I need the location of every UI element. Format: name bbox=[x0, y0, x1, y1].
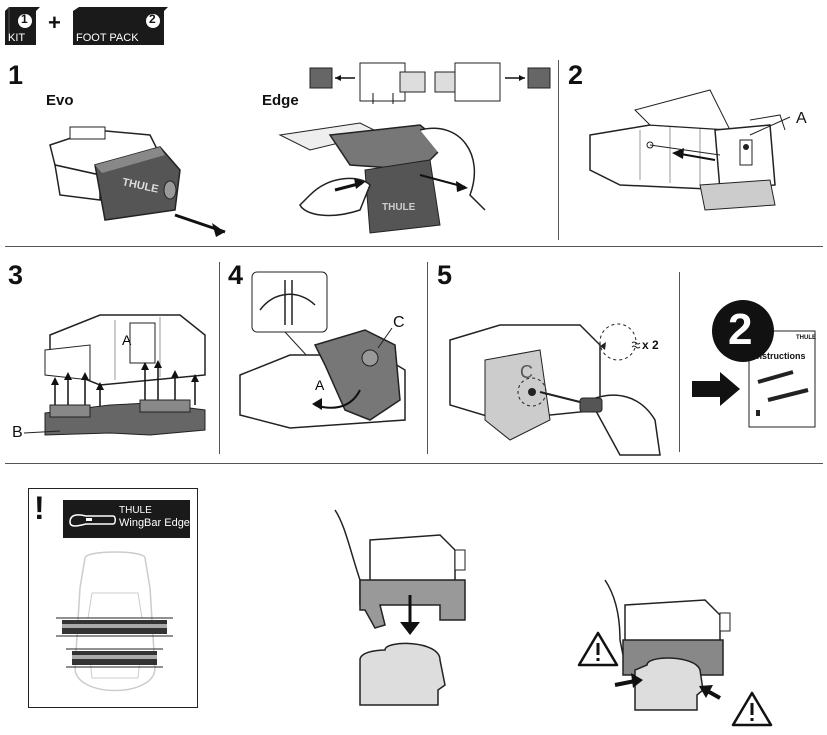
next-doc-number: 2 bbox=[728, 305, 753, 354]
label-b: B bbox=[12, 424, 23, 441]
step-2-number: 2 bbox=[568, 60, 584, 90]
step-4-number: 4 bbox=[228, 260, 244, 290]
plus-sign: + bbox=[48, 10, 61, 35]
next-arrow-icon[interactable] bbox=[692, 372, 742, 406]
label-c: C bbox=[393, 314, 405, 331]
svg-text:A: A bbox=[122, 332, 132, 348]
foot-mount-warning-illustration bbox=[604, 579, 731, 711]
col-divider-1 bbox=[558, 60, 559, 240]
car-top-view-illustration bbox=[56, 551, 173, 692]
kit-badge-icon: 1 KIT bbox=[5, 5, 40, 45]
col-divider-4 bbox=[679, 272, 680, 452]
col-divider-2 bbox=[219, 262, 220, 454]
warning-exclaim: ! bbox=[34, 490, 45, 526]
x2-label: x 2 bbox=[642, 338, 659, 352]
svg-text:C: C bbox=[520, 362, 533, 382]
row-divider-2 bbox=[5, 463, 823, 464]
row-divider-1 bbox=[5, 246, 823, 247]
evo-foot-illustration bbox=[49, 126, 226, 237]
step-1-number: 1 bbox=[8, 60, 24, 90]
step-5-number: 5 bbox=[437, 260, 453, 290]
foot-mount-correct-illustration bbox=[334, 509, 466, 706]
product-brand: THULE bbox=[119, 505, 152, 516]
bar-logo-icon bbox=[69, 514, 116, 527]
thule-logo-edge: THULE bbox=[382, 202, 416, 213]
footpack-label: FOOT PACK bbox=[76, 32, 139, 44]
product-name: WingBar Edge bbox=[119, 517, 190, 529]
label-a-step2: A bbox=[796, 110, 807, 127]
step4-illustration: A bbox=[239, 271, 406, 429]
kit-number: 1 bbox=[21, 12, 28, 26]
evo-label: Evo bbox=[46, 92, 74, 109]
kit-label: KIT bbox=[8, 32, 26, 44]
col-divider-3 bbox=[427, 262, 428, 454]
step3-illustration: A bbox=[44, 314, 206, 436]
next-doc-brand: THULE bbox=[796, 335, 816, 341]
edge-adapter-diagram bbox=[309, 62, 551, 104]
product-tag bbox=[63, 500, 190, 538]
step2-illustration bbox=[589, 89, 791, 211]
warning-triangle-icon bbox=[577, 631, 619, 667]
step5-illustration: C bbox=[449, 323, 661, 456]
edge-label: Edge bbox=[262, 92, 299, 109]
next-doc-number-circle bbox=[712, 300, 774, 362]
svg-text:A: A bbox=[315, 377, 325, 393]
label-b-leader bbox=[23, 430, 61, 434]
footpack-badge-icon: 2 FOOT PACK bbox=[73, 5, 168, 45]
step-3-number: 3 bbox=[8, 260, 24, 290]
warning-triangle-icon bbox=[731, 691, 773, 727]
approx-icon bbox=[631, 341, 641, 349]
next-doc-title: Instructions bbox=[754, 351, 806, 361]
footpack-number: 2 bbox=[149, 12, 156, 26]
edge-foot-hands-illustration bbox=[278, 122, 486, 234]
